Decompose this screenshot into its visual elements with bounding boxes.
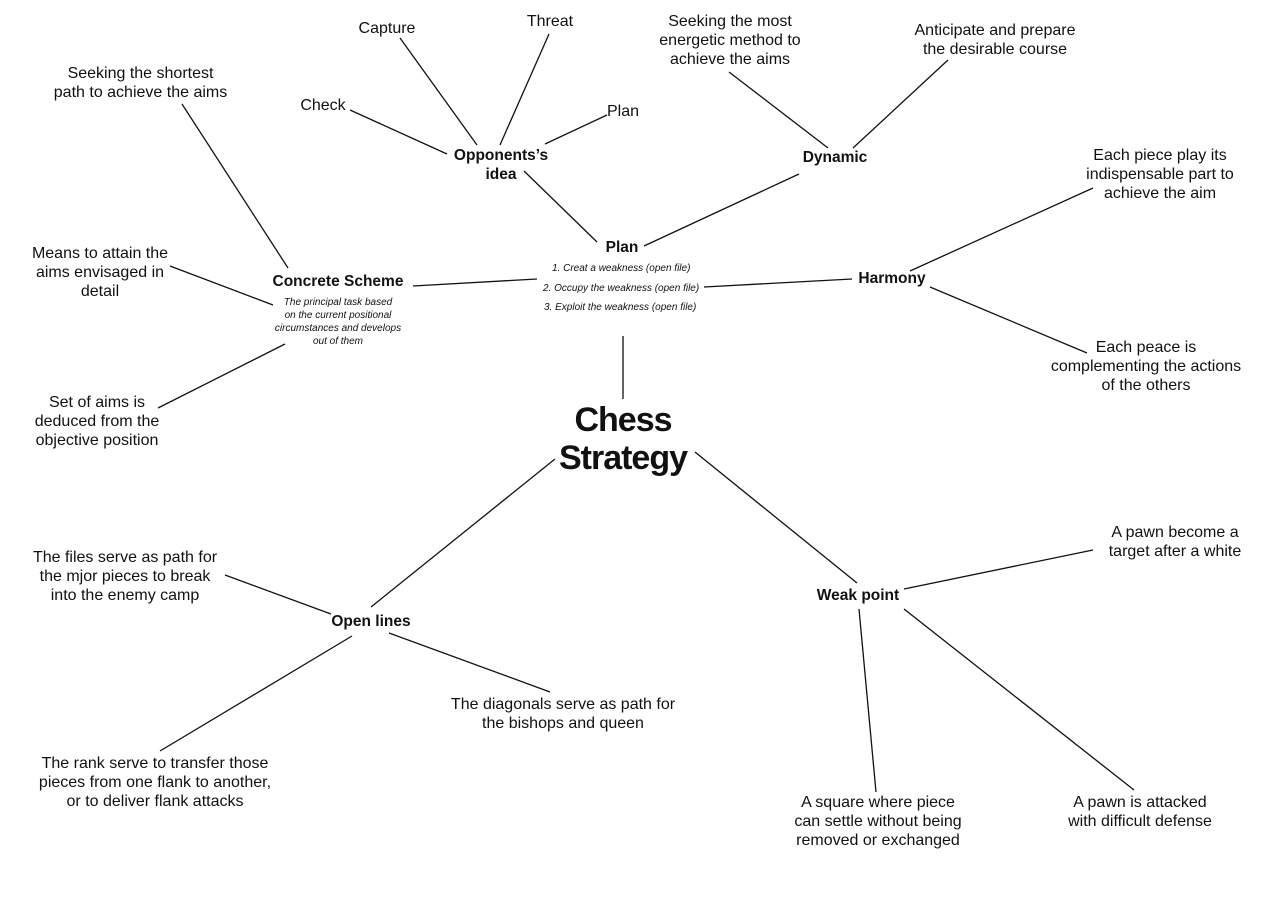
leaf-files: The files serve as path for the mjor pie… <box>32 549 218 604</box>
leaf-set-of-aims: Set of aims is deduced from the objectiv… <box>34 394 160 449</box>
link-center-open-lines <box>370 458 556 608</box>
leaf-anticipate: Anticipate and prepare the desirable cou… <box>914 22 1076 58</box>
leaf-diagonals: The diagonals serve as path for the bish… <box>450 696 676 732</box>
leaf-each-piece: Each piece play its indispensable part t… <box>1086 147 1234 202</box>
link-dynamic-anticipate <box>852 59 949 149</box>
plan-step: 2. Occupy the weakness (open file) <box>543 282 700 294</box>
link-concrete-means <box>169 265 274 306</box>
link-plan-dynamic <box>643 173 800 247</box>
link-plan-harmony <box>703 278 853 288</box>
link-concrete-shortest <box>181 103 289 269</box>
link-center-weak-point <box>694 451 858 584</box>
branch-harmony: Harmony <box>858 270 926 287</box>
plan-step: 3. Exploit the weakness (open file) <box>544 302 697 313</box>
branch-opponents-idea: Opponents’s idea <box>453 147 549 183</box>
plan-steps: 1. Creat a weakness (open file) 2. Occup… <box>543 259 699 318</box>
branch-dynamic: Dynamic <box>802 149 868 166</box>
leaf-rank: The rank serve to transfer those pieces … <box>38 755 272 810</box>
link-concrete-set-of-aims <box>157 343 286 409</box>
leaf-pawn-attacked: A pawn is attacked with difficult defens… <box>1068 794 1212 830</box>
leaf-energetic-method: Seeking the most energetic method to ach… <box>659 13 801 68</box>
concrete-scheme-note: The principal task based on the current … <box>274 297 402 347</box>
link-harmony-each-peace <box>929 286 1088 354</box>
leaf-plan: Plan <box>606 103 640 120</box>
link-open-rank <box>159 635 353 752</box>
leaf-means-to-attain: Means to attain the aims envisaged in de… <box>31 245 169 300</box>
branch-open-lines: Open lines <box>331 613 411 630</box>
link-plan-opponents <box>523 170 598 243</box>
leaf-each-peace: Each peace is complementing the actions … <box>1050 339 1242 394</box>
link-open-diagonals <box>388 632 551 693</box>
link-weak-square <box>858 608 877 793</box>
branch-weak-point: Weak point <box>816 587 900 604</box>
central-topic: Chess Strategy <box>558 401 688 477</box>
leaf-shortest-path: Seeking the shortest path to achieve the… <box>53 65 228 101</box>
link-plan-concrete <box>412 278 538 287</box>
link-opponents-check <box>349 109 448 155</box>
branch-plan: Plan <box>605 239 639 256</box>
link-opponents-threat <box>499 33 550 146</box>
leaf-threat: Threat <box>526 13 574 30</box>
link-dynamic-energetic <box>728 71 829 149</box>
link-open-files <box>224 574 332 615</box>
leaf-square: A square where piece can settle without … <box>794 794 962 849</box>
plan-step: 1. Creat a weakness (open file) <box>552 263 691 274</box>
link-weak-pawn-target <box>903 549 1094 590</box>
leaf-pawn-target: A pawn become a target after a white <box>1108 524 1242 560</box>
link-opponents-capture <box>399 37 478 146</box>
link-harmony-each-piece <box>909 187 1094 272</box>
link-weak-pawn-attacked <box>903 608 1135 791</box>
link-opponents-plan <box>544 114 608 145</box>
leaf-check: Check <box>300 97 346 114</box>
branch-concrete-scheme: Concrete Scheme <box>272 273 404 290</box>
leaf-capture: Capture <box>358 20 416 37</box>
